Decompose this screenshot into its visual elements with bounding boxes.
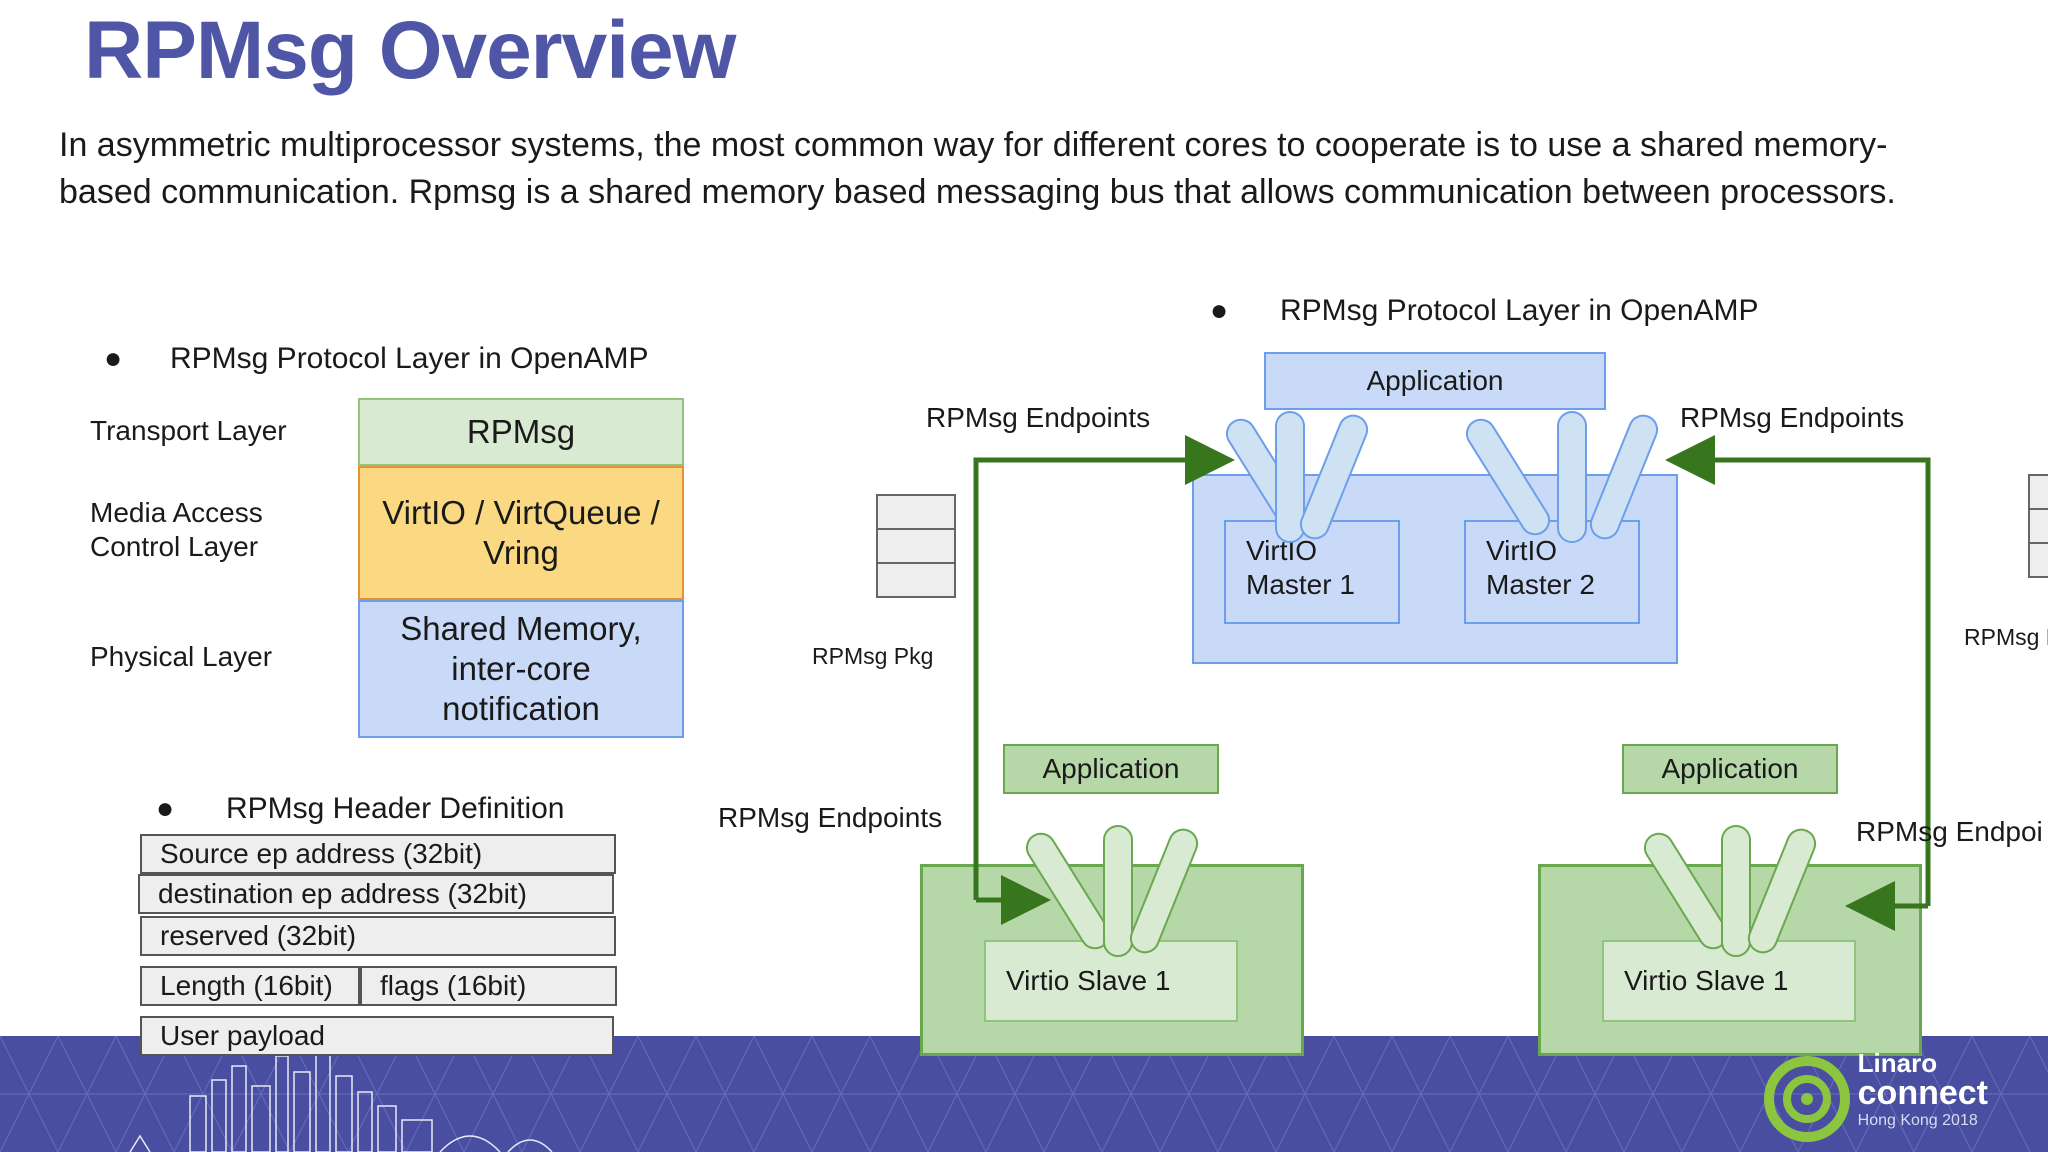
endpoints-label-right-bottom: RPMsg Endpoi: [1856, 816, 2043, 847]
header-row-destination: destination ep address (32bit): [138, 874, 614, 914]
rpmsg-pkg-icon: [876, 494, 956, 598]
bullet-dot-icon: ●: [156, 792, 175, 825]
bullet-dot-icon: ●: [104, 342, 123, 375]
shared-memory-layer-box: Shared Memory, inter-core notification: [358, 600, 684, 738]
rpmsg-pkg-label: RPMsg Pkg: [812, 643, 934, 669]
header-row-length: Length (16bit): [140, 966, 360, 1006]
transport-layer-label: Transport Layer: [90, 415, 287, 446]
rpmsg-pkg-label-cut: RPMsg P: [1964, 624, 2048, 650]
physical-layer-label: Physical Layer: [90, 641, 273, 672]
mac-layer-label: Media Access Control Layer: [90, 497, 263, 562]
header-row-source: Source ep address (32bit): [140, 834, 616, 874]
virtio-master-1-box: VirtIO Master 1: [1224, 520, 1400, 624]
master-application-box: Application: [1264, 352, 1606, 410]
virtio-layer-box: VirtIO / VirtQueue / Vring: [358, 466, 684, 600]
endpoints-label-left-bottom: RPMsg Endpoints: [718, 802, 943, 833]
left-bullet: ● RPMsg Protocol Layer in OpenAMP: [104, 342, 649, 376]
right-bullet-text: RPMsg Protocol Layer in OpenAMP: [1280, 294, 1759, 327]
right-arrow-loop-icon: [1665, 435, 1931, 931]
right-bullet: ● RPMsg Protocol Layer in OpenAMP: [1210, 294, 1759, 328]
intro-paragraph: In asymmetric multiprocessor systems, th…: [59, 126, 1896, 211]
linaro-logo-icon: [1763, 1056, 1850, 1142]
master-2-endpoints-icon: [1465, 411, 1659, 543]
slide-title: RPMsg Overview: [84, 5, 736, 96]
rpmsg-layer-box: RPMsg: [358, 398, 684, 466]
header-bullet: ● RPMsg Header Definition: [156, 792, 564, 826]
header-row-reserved: reserved (32bit): [140, 916, 616, 956]
slave-right-endpoints-icon: [1643, 825, 1817, 957]
brand-main: connect: [1857, 1074, 1988, 1112]
brand-top: Linaro: [1857, 1048, 1938, 1078]
endpoints-label-left-top: RPMsg Endpoints: [926, 402, 1151, 433]
bullet-dot-icon: ●: [1210, 294, 1229, 327]
header-row-payload: User payload: [140, 1016, 614, 1056]
footer-pattern-icon: [0, 1036, 2048, 1152]
slave-left-application-box: Application: [1003, 744, 1219, 794]
master-1-endpoints-icon: [1225, 411, 1369, 543]
left-bullet-text: RPMsg Protocol Layer in OpenAMP: [170, 342, 649, 375]
left-arrow-loop-icon: [973, 435, 1235, 925]
brand-sub: Hong Kong 2018: [1857, 1112, 1978, 1129]
rpmsg-pkg-icon-cut: [2028, 474, 2048, 578]
slave-left-endpoints-icon: [1025, 825, 1199, 957]
header-bullet-text: RPMsg Header Definition: [226, 792, 565, 825]
endpoints-label-right-top: RPMsg Endpoints: [1680, 402, 1905, 433]
linaro-connect-logo: Linaro connect Hong Kong 2018: [1763, 1048, 1988, 1142]
slave-right-application-box: Application: [1622, 744, 1838, 794]
header-row-flags: flags (16bit): [360, 966, 617, 1006]
